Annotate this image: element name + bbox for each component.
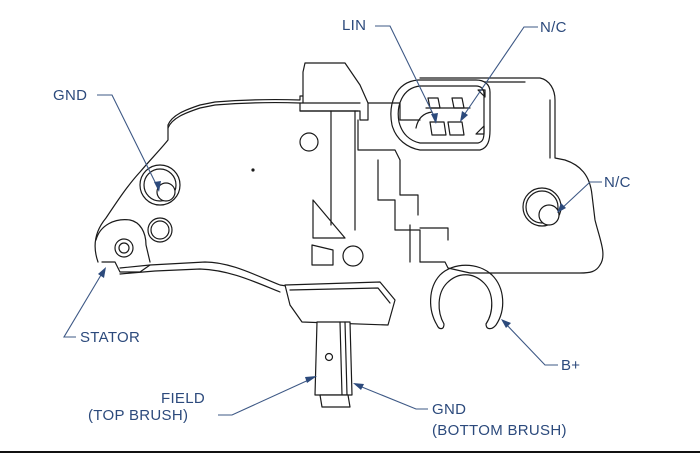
plate-step [367,102,421,263]
housing-left-outline [94,95,306,263]
top-tab [299,62,369,121]
connector-shroud [390,79,491,151]
leader-b-plus [503,321,558,366]
triangular-rib [311,199,346,266]
brush-holder-collar [284,281,396,326]
arrow-stator [98,267,106,278]
left-lower-boss [147,217,173,243]
label-gnd-bottom: GND [432,401,467,418]
arrow-nc-top [460,111,468,122]
central-channel [330,110,419,231]
gnd-boss-inner [143,168,177,202]
label-top-brush: (TOP BRUSH) [88,407,189,424]
plate-step-2 [409,224,449,263]
left-ear [95,219,151,273]
bottom-border-line [0,451,700,453]
leader-lin [375,25,437,121]
stator-stud-inner [118,242,130,254]
label-stator: STATOR [80,329,141,346]
regulator-body [94,62,604,293]
b-plus-ring-terminal [430,264,504,330]
brush-tips [319,394,351,408]
lower-center-hole [342,245,364,267]
arrow-b-plus [501,319,511,328]
arrow-gnd-left [154,181,161,192]
leader-stator [63,269,105,338]
leader-nc-top [461,26,538,119]
left-lower-hole [150,220,170,240]
leader-gnd-left [97,94,159,189]
label-bottom-brush: (BOTTOM BRUSH) [432,422,567,439]
housing-left-inner [167,102,301,129]
arrow-nc-right [557,203,566,213]
leader-lines [63,25,602,416]
bottom-rail [119,261,301,293]
leader-field [218,377,314,416]
leader-gnd-bottom [356,384,428,410]
arrow-lin [431,113,438,124]
arrow-gnd-bottom [353,383,364,390]
arrow-field [305,376,317,383]
center-dot [251,168,255,172]
gnd-boss-outer [139,164,181,206]
brush-pin [324,352,334,362]
mounting-holes [114,132,562,267]
top-tab-edge [299,102,361,112]
brush-holder [284,281,396,408]
brush-holder-shaft [314,321,353,396]
upper-hole [299,132,319,152]
label-field: FIELD [161,390,206,407]
label-nc-top: N/C [540,19,567,36]
label-nc-right: N/C [604,174,631,191]
gnd-stud [156,182,176,202]
housing-right-outline [419,77,604,274]
label-gnd-left: GND [53,87,88,104]
nc-stud [538,204,560,226]
label-lin: LIN [342,17,367,34]
nc-boss-inner [525,190,559,224]
leader-nc-right [559,181,602,211]
stator-stud-outer [114,238,134,258]
label-b-plus: B+ [561,357,581,374]
